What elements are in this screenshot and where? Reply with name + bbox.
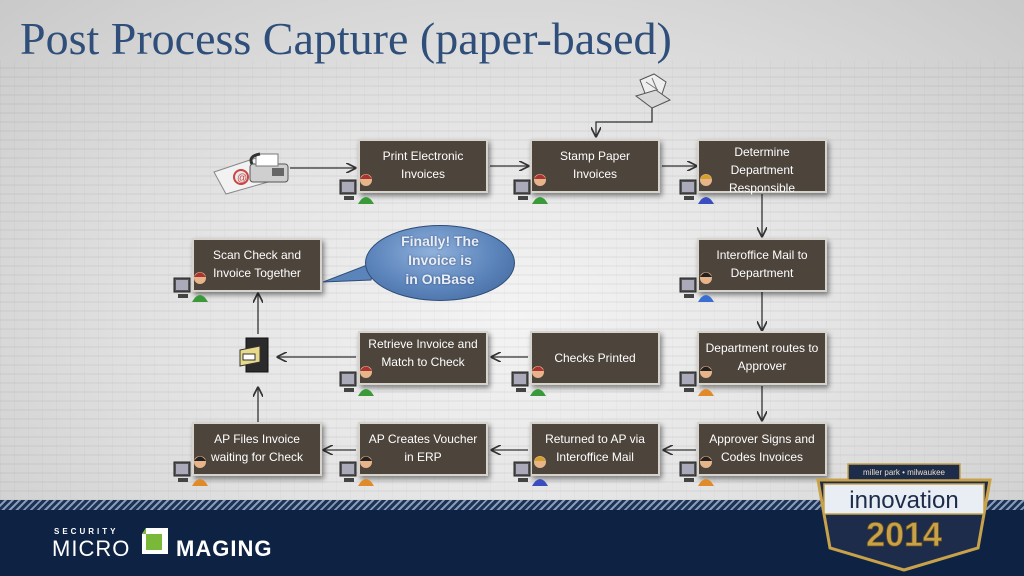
person-at-computer-icon (679, 366, 714, 396)
step-determine-department: Determine Department Responsible (697, 139, 827, 195)
innovation-2014-badge: miller park • milwaukee innovation 2014 (816, 463, 992, 572)
person-at-computer-icon (173, 456, 208, 486)
bubble-line-1: Finally! The (401, 233, 479, 249)
badge-location: miller park • milwaukee (863, 468, 945, 477)
bubble-line-2: Invoice is (408, 252, 472, 268)
person-at-computer-icon (679, 272, 714, 302)
bubble-line-3: in OnBase (405, 271, 475, 287)
badge-name: innovation (849, 487, 958, 514)
logo-imaging-text: MAGING (176, 536, 273, 561)
person-at-computer-icon (339, 456, 374, 486)
person-at-computer-icon (679, 174, 714, 204)
person-at-computer-icon (173, 272, 208, 302)
svg-text:@: @ (237, 173, 247, 184)
file-cabinet-icon (239, 337, 269, 373)
person-at-computer-icon (339, 366, 374, 396)
page-title: Post Process Capture (paper-based) (20, 13, 672, 64)
speech-bubble-finally: Finally! The Invoice is in OnBase (365, 225, 515, 301)
stadium-background (0, 60, 1024, 510)
logo-micro-text: MICRO (52, 536, 131, 561)
logo-security-text: SECURITY (54, 527, 119, 536)
step-department-routes: Department routes to Approver (697, 331, 827, 385)
footer-stripe (0, 500, 1024, 512)
step-approver-signs: Approver Signs and Codes Invoices (697, 422, 827, 476)
arrow-stampicon-to-stamp (596, 108, 653, 136)
logo-mark-icon (142, 528, 168, 554)
person-at-computer-icon (679, 456, 714, 486)
step-scan-check-and-invoice: Scan Check and Invoice Together (192, 238, 322, 292)
step-interoffice-mail: Interoffice Mail to Department (697, 238, 827, 292)
step-ap-files-invoice: AP Files Invoice waiting for Check (192, 422, 322, 476)
person-at-computer-icon (513, 174, 548, 204)
step-returned-to-ap: Returned to AP via Interoffice Mail (530, 422, 660, 476)
step-ap-creates-voucher: AP Creates Voucher in ERP (358, 422, 488, 476)
step-checks-printed: Checks Printed (530, 331, 660, 385)
step-print-electronic-invoices: Print Electronic Invoices (358, 139, 488, 193)
fax-machine-icon (249, 152, 289, 183)
step-stamp-paper-invoices: Stamp Paper Invoices (530, 139, 660, 193)
person-at-computer-icon (339, 174, 374, 204)
step-retrieve-invoice: Retrieve Invoice and Match to Check (358, 331, 488, 385)
stamp-icon (634, 73, 672, 109)
badge-year: 2014 (866, 516, 942, 554)
person-at-computer-icon (513, 456, 548, 486)
person-at-computer-icon (511, 366, 546, 396)
